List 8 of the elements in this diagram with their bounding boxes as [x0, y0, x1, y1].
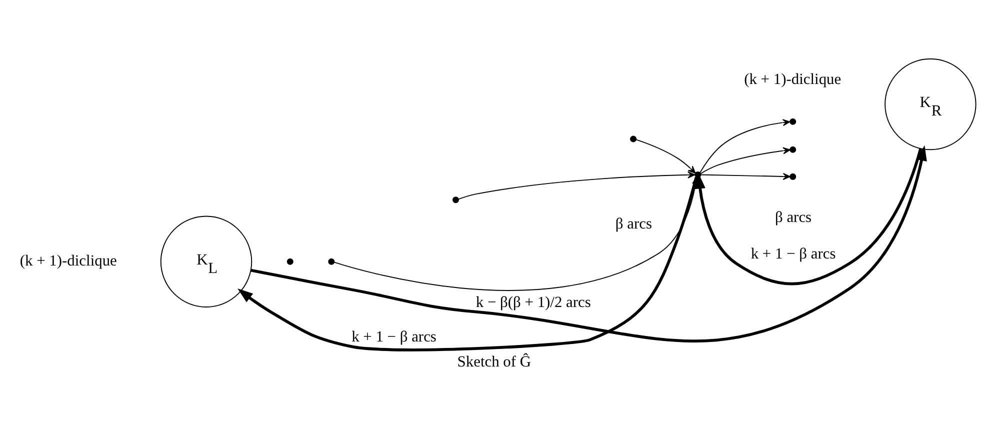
edge-label: k + 1 − β arcs [750, 246, 836, 263]
label: β arcs [615, 216, 652, 233]
node-label: (k + 1)-diclique [744, 70, 842, 88]
caption: Sketch of Ĝ [457, 353, 532, 370]
label: β arcs [774, 208, 812, 226]
edge-label: k − β(β + 1)/2 arcs [476, 294, 591, 311]
edge-label: k + 1 − β arcs [352, 328, 436, 346]
node-label: (k + 1)-diclique [20, 252, 117, 270]
